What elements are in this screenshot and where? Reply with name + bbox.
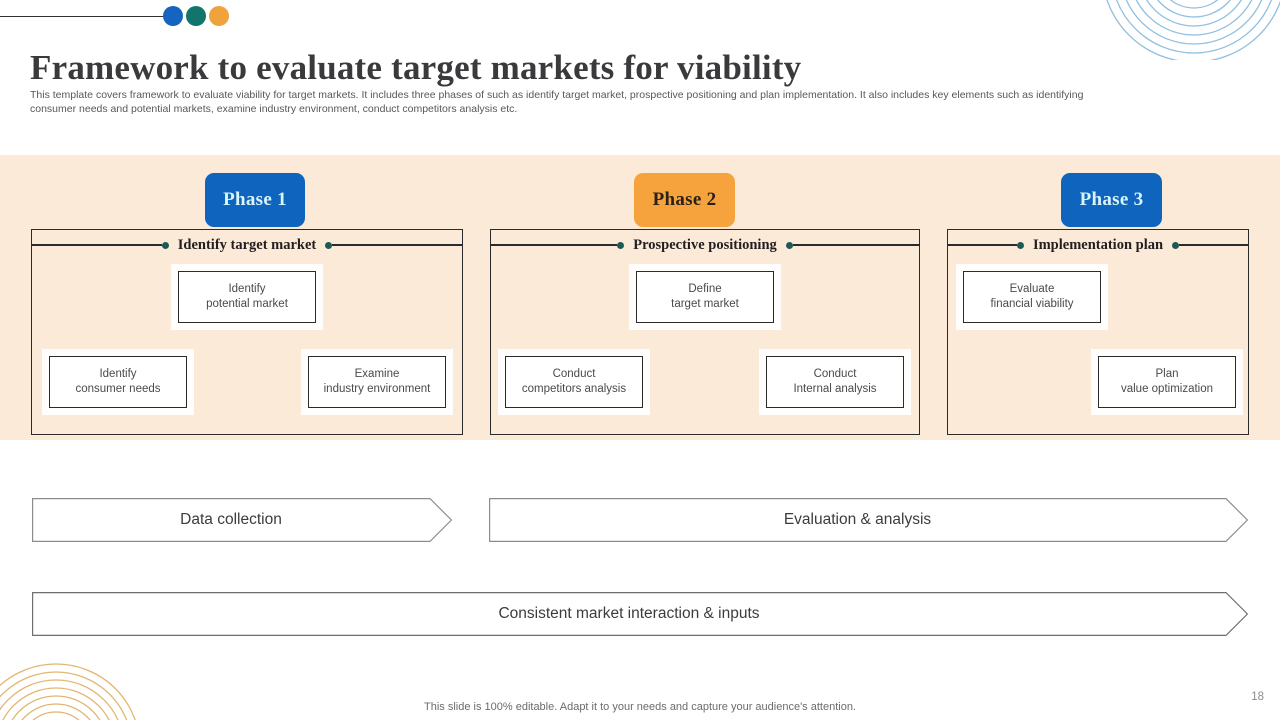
card-text: Examine industry environment	[324, 367, 431, 398]
card-text: Identify consumer needs	[75, 367, 160, 398]
phase-2-card-3[interactable]: Conduct Internal analysis	[766, 356, 904, 408]
header-accent-line	[0, 16, 170, 17]
connector-line-left	[32, 244, 162, 246]
connector-line-left	[948, 244, 1017, 246]
node-dot-right-icon	[1172, 241, 1180, 249]
banner-data-collection[interactable]: Data collection	[32, 498, 452, 542]
node-dot-right-icon	[785, 241, 793, 249]
card-text: Plan value optimization	[1121, 367, 1213, 398]
card-line-2: financial viability	[990, 298, 1074, 310]
card-text: Conduct competitors analysis	[522, 367, 626, 398]
banner-consistent-market-interaction[interactable]: Consistent market interaction & inputs	[32, 592, 1248, 636]
page-title: Framework to evaluate target markets for…	[30, 48, 802, 88]
teal-dot-icon	[186, 6, 206, 26]
phase-1-panel: Identify target market Identify potentia…	[31, 229, 463, 435]
card-line-2: Internal analysis	[793, 383, 877, 395]
footer-note: This slide is 100% editable. Adapt it to…	[424, 701, 856, 713]
phase-2-title-bar: Prospective positioning	[491, 237, 919, 253]
phase-3-card-1[interactable]: Evaluate financial viability	[963, 271, 1101, 323]
node-dot-right-icon	[325, 241, 333, 249]
phase-1-title-bar: Identify target market	[32, 237, 463, 253]
connector-line-right	[332, 244, 463, 246]
card-line-1: Define	[688, 282, 722, 295]
phase-1-card-2[interactable]: Identify consumer needs	[49, 356, 187, 408]
phase-1-card-3[interactable]: Examine industry environment	[308, 356, 446, 408]
node-dot-left-icon	[617, 241, 625, 249]
card-line-2: consumer needs	[75, 383, 161, 395]
connector-line-left	[491, 244, 618, 246]
header-dot-group	[163, 6, 229, 26]
orange-dot-icon	[209, 6, 229, 26]
phase-3-card-2[interactable]: Plan value optimization	[1098, 356, 1236, 408]
card-line-1: Identify	[99, 367, 137, 380]
banner-evaluation-analysis[interactable]: Evaluation & analysis	[489, 498, 1248, 542]
phase-2-card-2[interactable]: Conduct competitors analysis	[505, 356, 643, 408]
blue-dot-icon	[163, 6, 183, 26]
phase-2-badge[interactable]: Phase 2	[634, 173, 735, 227]
phase-1-title: Identify target market	[168, 237, 326, 253]
node-dot-left-icon	[161, 241, 169, 249]
card-line-2: industry environment	[323, 383, 431, 395]
page-number: 18	[1251, 691, 1264, 703]
card-line-1: Evaluate	[1009, 282, 1055, 295]
card-line-2: value optimization	[1120, 383, 1214, 395]
card-text: Define target market	[671, 282, 739, 313]
card-text: Evaluate financial viability	[990, 282, 1073, 313]
phase-2-title: Prospective positioning	[624, 237, 786, 253]
banner-label: Evaluation & analysis	[783, 511, 932, 528]
phase-2-card-1[interactable]: Define target market	[636, 271, 774, 323]
card-text: Identify potential market	[206, 282, 288, 313]
card-text: Conduct Internal analysis	[793, 367, 876, 398]
card-line-2: target market	[671, 298, 739, 310]
card-line-1: Examine	[354, 367, 400, 380]
card-line-1: Conduct	[552, 367, 596, 380]
card-line-1: Identify	[228, 282, 266, 295]
banner-shape	[489, 498, 1248, 542]
phase-3-badge[interactable]: Phase 3	[1061, 173, 1162, 227]
decor-arcs-top-right-icon	[1094, 0, 1280, 60]
phase-3-panel: Implementation plan Evaluate financial v…	[947, 229, 1249, 435]
phase-3-title: Implementation plan	[1023, 237, 1173, 253]
phase-1-card-1[interactable]: Identify potential market	[178, 271, 316, 323]
card-line-1: Plan	[1155, 367, 1179, 380]
connector-line-right	[1179, 244, 1248, 246]
banner-shape	[32, 498, 452, 542]
card-line-2: potential market	[206, 298, 288, 310]
page-subtitle: This template covers framework to evalua…	[30, 88, 1084, 115]
banner-label: Consistent market interaction & inputs	[498, 605, 760, 622]
phase-3-title-bar: Implementation plan	[948, 237, 1248, 253]
node-dot-left-icon	[1016, 241, 1024, 249]
phases-band: Phase 1 Identify target market Identify …	[0, 155, 1280, 440]
card-line-2: competitors analysis	[521, 383, 627, 395]
banner-shape	[32, 592, 1248, 636]
phase-1-badge[interactable]: Phase 1	[205, 173, 305, 227]
card-line-1: Conduct	[813, 367, 857, 380]
banner-label: Data collection	[180, 511, 282, 528]
phase-2-panel: Prospective positioning Define target ma…	[490, 229, 920, 435]
connector-line-right	[792, 244, 919, 246]
